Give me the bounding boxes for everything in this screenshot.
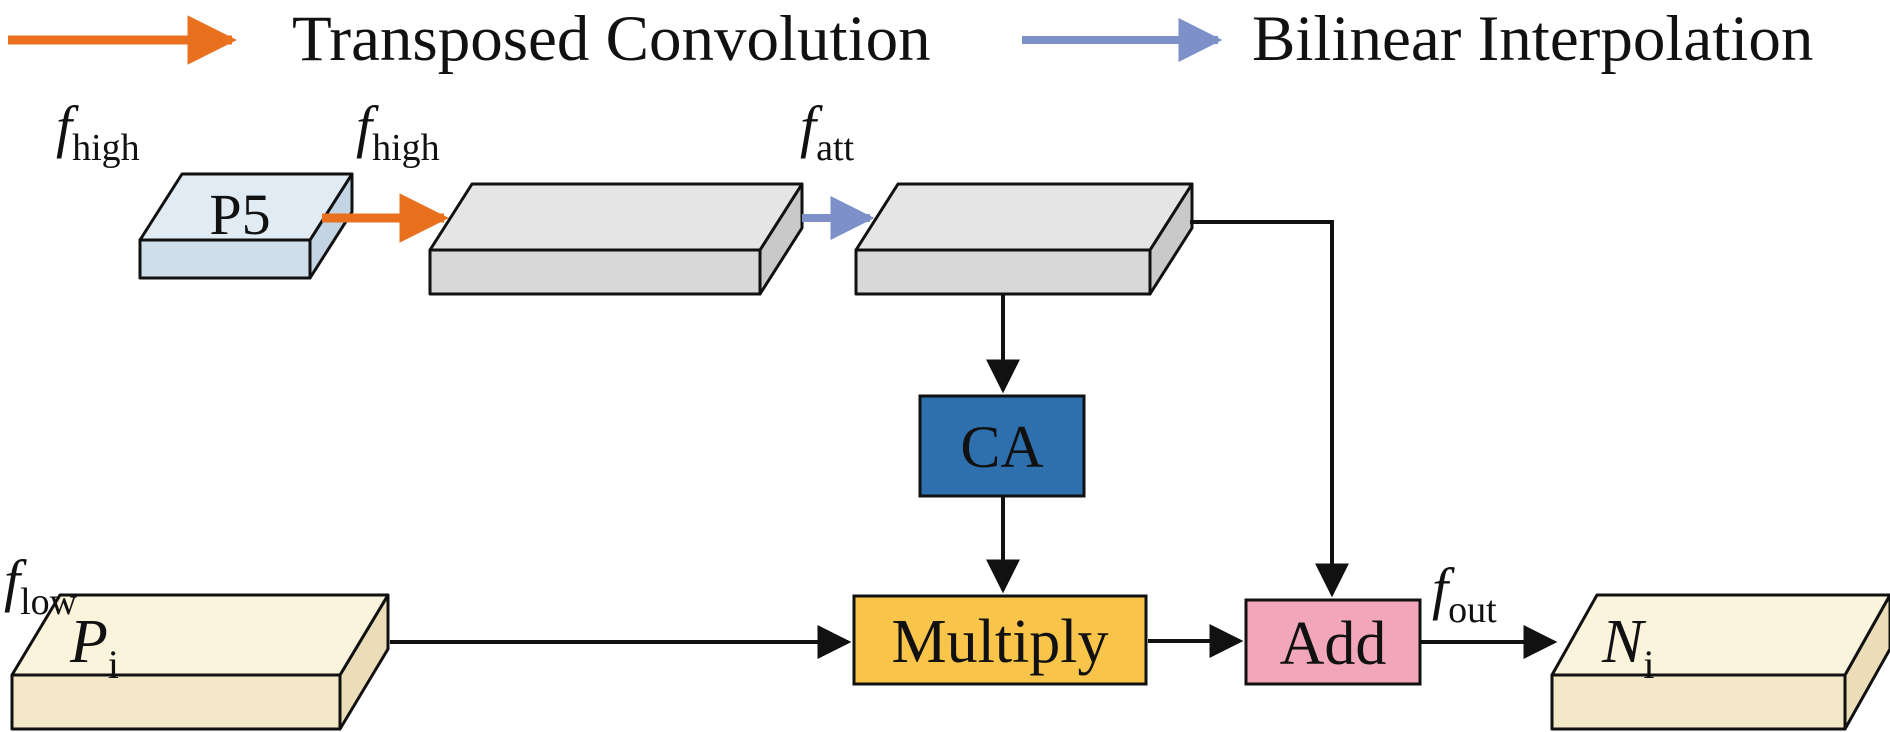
- add-box-label: Add: [1280, 610, 1387, 678]
- multiply-box: Multiply: [852, 594, 1148, 686]
- ni-box: Ni: [1550, 593, 1890, 731]
- pi-box-front-face: [10, 673, 342, 731]
- ni-box-front-face: [1550, 673, 1847, 731]
- f-out-label: fout: [1432, 556, 1497, 631]
- p5-box: P5: [138, 172, 354, 280]
- ca-box: CA: [918, 394, 1086, 498]
- f-high-input-label: fhigh: [56, 94, 140, 169]
- f-high-upsampled-label: fhigh: [356, 94, 440, 169]
- ni-box-top-face: [1550, 593, 1890, 677]
- ni-box-label: Ni: [1601, 608, 1654, 687]
- upsampled-feature-box: [428, 182, 804, 296]
- legend-bilinear-interpolation-label: Bilinear Interpolation: [1252, 3, 1813, 75]
- multiply-box-rect: [852, 594, 1148, 686]
- p5-box-top-face: [138, 172, 354, 242]
- multiply-box-label: Multiply: [891, 608, 1108, 676]
- add-box: Add: [1244, 598, 1422, 686]
- add-box-rect: [1244, 598, 1422, 686]
- ca-box-rect: [918, 394, 1086, 498]
- attention-feature-box-top-face: [854, 182, 1194, 252]
- arrow-attention-feature-to-add: [1190, 220, 1349, 598]
- attention-feature-box: [854, 182, 1194, 296]
- pi-box-top-face: [10, 593, 390, 677]
- upsampled-feature-box-top-face: [428, 182, 804, 252]
- pi-box-label: Pi: [69, 608, 119, 687]
- legend-transposed-convolution-label: Transposed Convolution: [292, 3, 931, 75]
- attention-feature-box-front-face: [854, 248, 1152, 296]
- pi-box: Pi: [10, 593, 390, 731]
- f-low-label: flow: [4, 548, 78, 623]
- f-att-label: fatt: [800, 94, 855, 169]
- ca-box-label: CA: [960, 414, 1043, 480]
- upsampled-feature-box-front-face: [428, 248, 762, 296]
- legend: Transposed Convolution Bilinear Interpol…: [8, 3, 1813, 75]
- p5-box-label: P5: [209, 182, 270, 247]
